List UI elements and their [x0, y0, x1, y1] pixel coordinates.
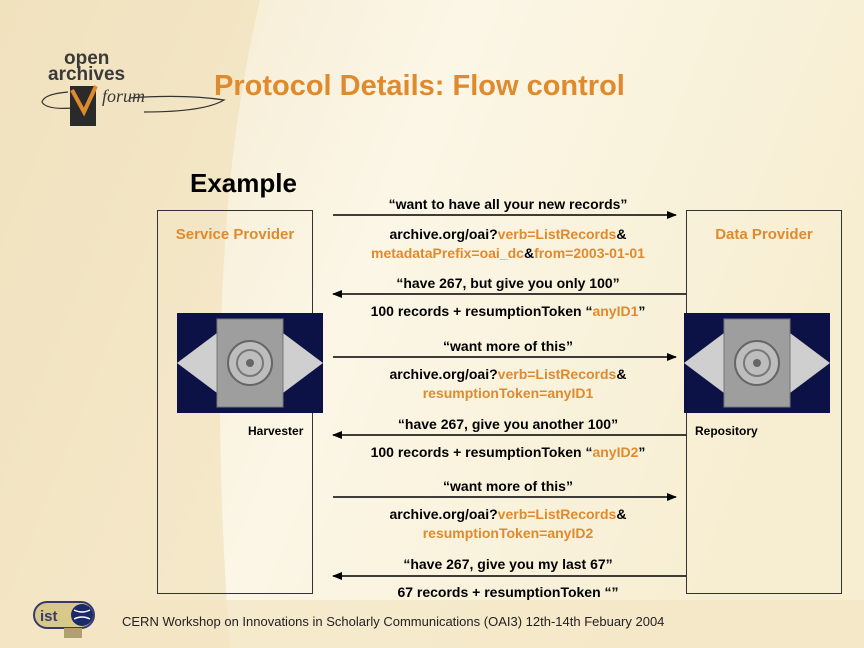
example-heading: Example	[190, 168, 297, 198]
request-url-1: archive.org/oai?verb=ListRecords& metada…	[324, 225, 692, 263]
response-1-close: ”	[638, 303, 646, 319]
repository-icon	[684, 313, 830, 413]
response-2-token: anyID2	[592, 444, 639, 460]
repository-caption: Repository	[695, 424, 758, 438]
message-request-1: “want to have all your new records”	[388, 196, 628, 212]
request-url-2-token: resumptionToken=anyID1	[422, 385, 594, 401]
message-response-1: “have 267, but give you only 100”	[396, 275, 620, 291]
logo-line-open: open	[64, 48, 110, 69]
request-url-1-from: from=2003-01-01	[534, 245, 645, 261]
request-url-2: archive.org/oai?verb=ListRecords& resump…	[324, 365, 692, 403]
request-url-1-amp2: &	[523, 245, 535, 261]
request-url-3-amp: &	[616, 506, 627, 522]
request-url-3-token: resumptionToken=anyID2	[422, 525, 594, 541]
harvester-icon	[177, 313, 323, 413]
message-request-2: “want more of this”	[443, 338, 573, 354]
response-2-close: ”	[638, 444, 646, 460]
logo-line-archives: archives	[48, 64, 126, 85]
request-url-2-base: archive.org/oai?	[389, 366, 498, 382]
request-url-3-base: archive.org/oai?	[389, 506, 498, 522]
request-url-2-verb: verb=ListRecords	[497, 366, 617, 382]
ist-logo-text: ist	[40, 608, 58, 625]
response-1-text: 100 records + resumptionToken “	[370, 303, 593, 319]
response-records-2: 100 records + resumptionToken “anyID2”	[324, 443, 692, 462]
service-provider-title: Service Provider	[175, 226, 295, 243]
response-1-token: anyID1	[592, 303, 639, 319]
response-records-3: 67 records + resumptionToken “”	[397, 584, 619, 600]
response-records-1: 100 records + resumptionToken “anyID1”	[324, 302, 692, 321]
response-2-text: 100 records + resumptionToken “	[370, 444, 593, 460]
request-url-1-verb: verb=ListRecords	[497, 226, 617, 242]
logo-line-forum: forum	[102, 86, 146, 106]
request-url-1-amp1: &	[616, 226, 627, 242]
data-provider-title: Data Provider	[715, 226, 813, 243]
request-url-3: archive.org/oai?verb=ListRecords& resump…	[324, 505, 692, 543]
message-response-2: “have 267, give you another 100”	[397, 416, 619, 432]
request-url-1-base: archive.org/oai?	[389, 226, 498, 242]
message-request-3: “want more of this”	[443, 478, 573, 494]
message-response-3: “have 267, give you my last 67”	[403, 556, 613, 572]
request-url-1-prefix: metadataPrefix=oai_dc	[371, 245, 524, 261]
request-url-2-amp: &	[616, 366, 627, 382]
footer-text: CERN Workshop on Innovations in Scholarl…	[122, 614, 665, 629]
logo-emblem-icon	[41, 85, 226, 126]
ist-logo-icon: ist	[33, 601, 95, 638]
slide-title: Protocol Details: Flow control	[214, 70, 625, 102]
request-url-3-verb: verb=ListRecords	[497, 506, 617, 522]
harvester-caption: Harvester	[248, 424, 304, 438]
